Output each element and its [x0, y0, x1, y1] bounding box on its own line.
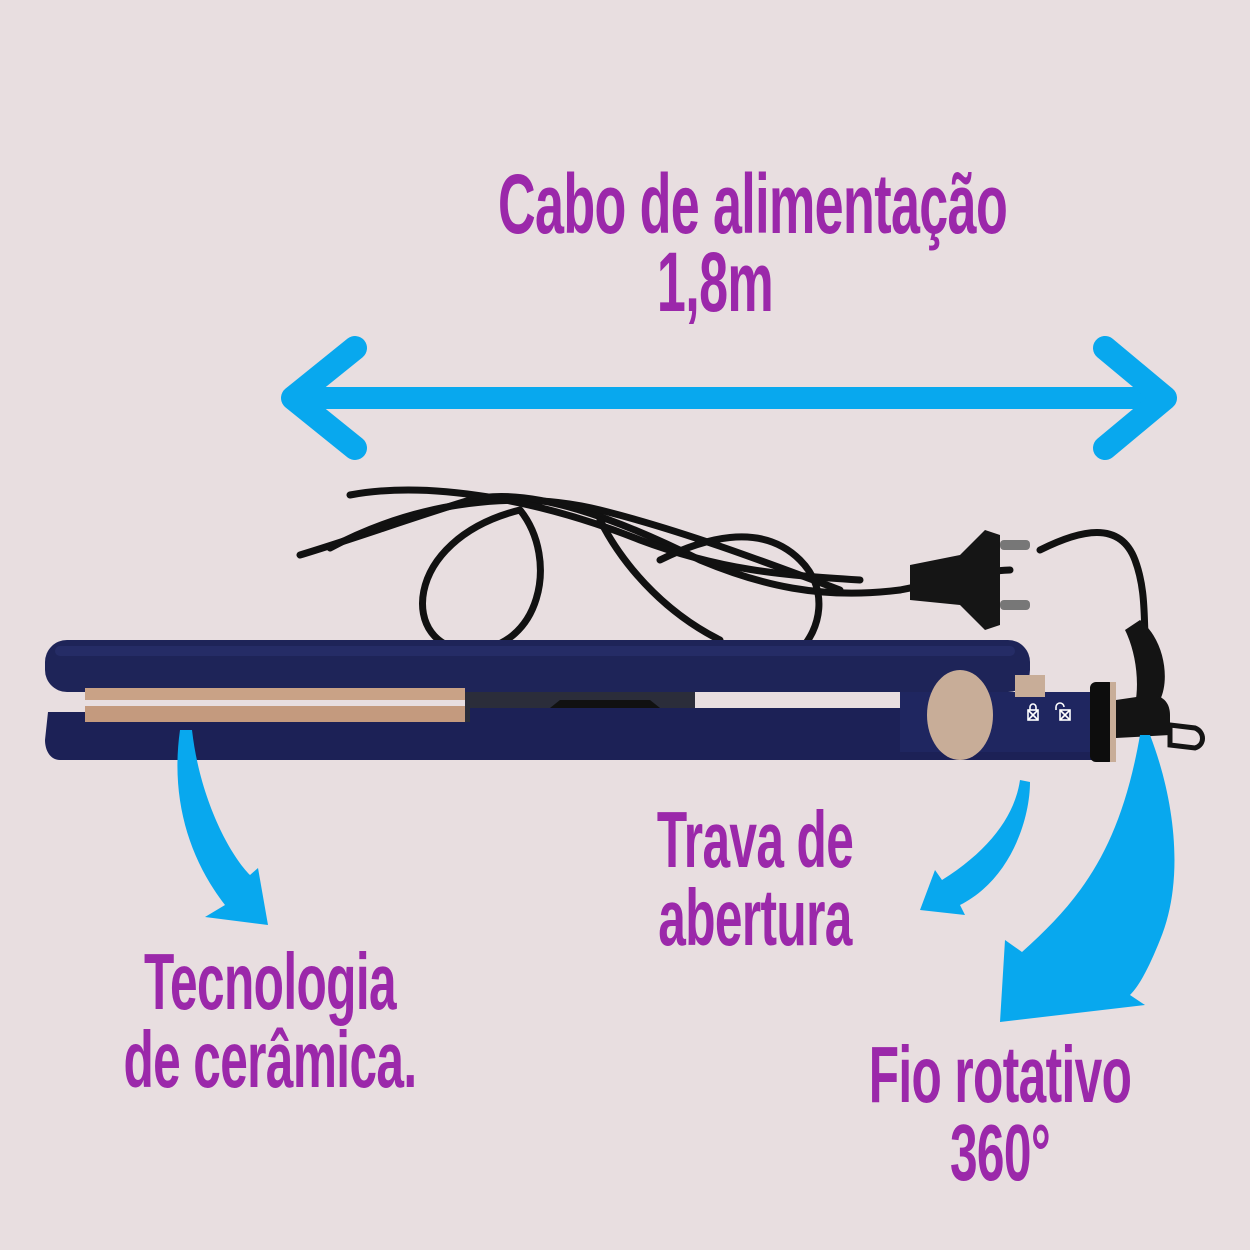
lock-arrow-icon — [920, 780, 1030, 915]
lock-closed-icon — [1027, 703, 1039, 721]
cable-length-label: Cabo de alimentação 1,8m — [498, 157, 1008, 329]
ceramic-technology-label: Tecnologia de cerâmica. — [121, 937, 419, 1104]
ceramic-arrow-icon — [177, 730, 268, 925]
lock-label-line1: Trava de — [656, 795, 854, 884]
power-plug — [910, 530, 1030, 630]
lock-button[interactable] — [927, 670, 993, 760]
swivel-label-line1: Fio rotativo — [868, 1030, 1132, 1119]
swivel-cord-label: Fio rotativo 360° — [864, 1030, 1137, 1197]
ceramic-plate-upper — [85, 688, 465, 700]
ceramic-plate-lower — [85, 706, 465, 722]
lock-open-icon — [1055, 702, 1071, 721]
swivel-label-line2: 360° — [949, 1108, 1051, 1197]
ceramic-label-line1: Tecnologia — [144, 937, 397, 1026]
cable-label-line1: Cabo de alimentação — [498, 157, 1008, 251]
lock-label-line2: abertura — [658, 873, 852, 962]
opening-lock-label: Trava de abertura — [640, 795, 869, 962]
swivel-arrow-icon — [1000, 735, 1175, 1022]
double-arrow-icon — [281, 336, 1177, 460]
cord-strain-relief — [1125, 620, 1165, 705]
ceramic-label-line2: de cerâmica. — [123, 1015, 417, 1104]
cable-label-line2: 1,8m — [656, 235, 774, 329]
straightener — [45, 640, 1205, 762]
power-cord — [296, 486, 1154, 664]
